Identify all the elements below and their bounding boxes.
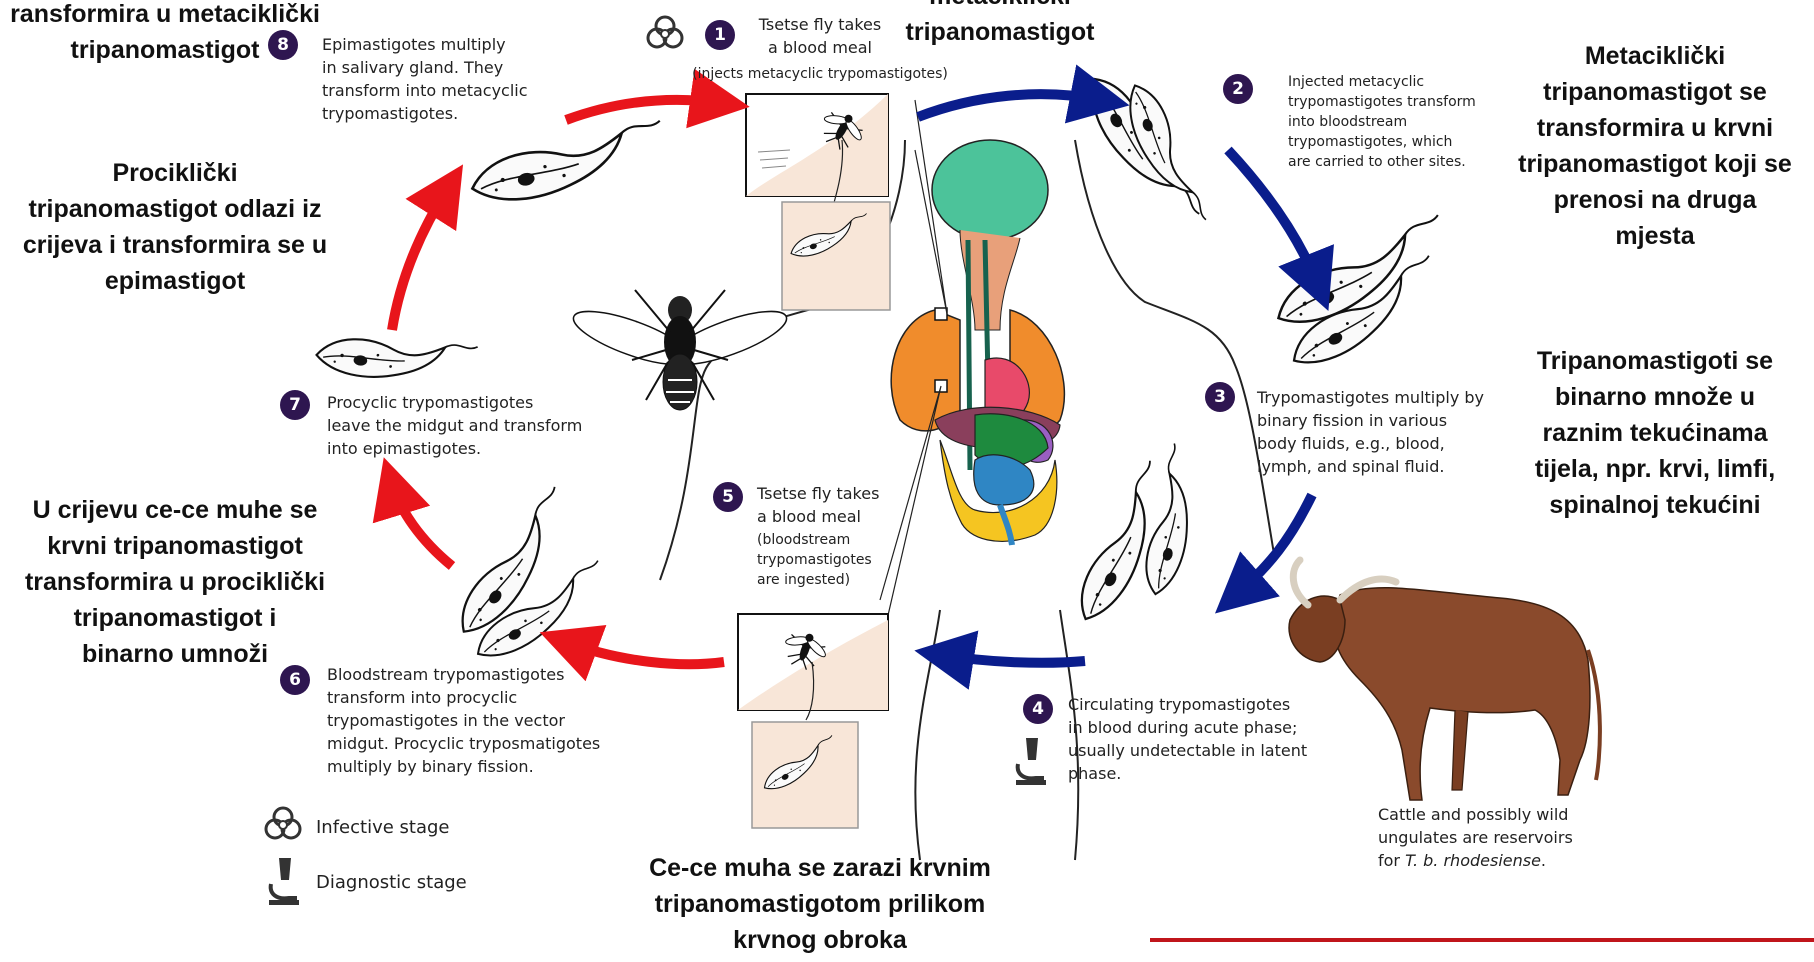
label-hr-left-upper: Prociklički tripanomastigot odlazi iz cr… [0, 155, 350, 299]
legend-microscope-icon [269, 858, 299, 905]
label-hr-bottom-center: Ce-ce muha se zarazi krvnim tripanomasti… [600, 850, 1040, 958]
label-hr-right-top: Metaciklički tripanomastigot se transfor… [1490, 38, 1814, 254]
label-hr-right-mid: Tripanomastigoti se binarno množe u razn… [1505, 343, 1805, 523]
arrow-step-8-to-1 [566, 100, 722, 120]
label-hr-left-lower: U crijevu ce-ce muhe se krvni tripanomas… [0, 492, 350, 672]
step-badge-8: 8 [268, 30, 298, 60]
step-8-text: Epimastigotes multiply in salivary gland… [322, 33, 562, 125]
step-4-text: Circulating trypomastigotes in blood dur… [1068, 693, 1328, 785]
step-badge-6: 6 [280, 665, 310, 695]
arrow-step-6-to-7 [392, 484, 452, 566]
reservoir-period: . [1541, 851, 1546, 870]
step-badge-1: 1 [705, 20, 735, 50]
reservoir-species: T. b. rhodesiense [1405, 851, 1541, 870]
step-badge-7: 7 [280, 390, 310, 420]
step-badge-4: 4 [1023, 694, 1053, 724]
cattle-illustration [1289, 560, 1600, 800]
arrow-step-1-to-2 [918, 94, 1102, 117]
biohazard-icon [648, 17, 682, 47]
legend-diagnostic-label: Diagnostic stage [316, 871, 467, 894]
label-hr-top-center: metaciklički tripanomastigot [890, 0, 1110, 50]
trypanosome-stage-7 [315, 333, 478, 386]
step-badge-5: 5 [713, 482, 743, 512]
step-3-text: Trypomastigotes multiply by binary fissi… [1257, 386, 1497, 478]
legend-infective-label: Infective stage [316, 816, 450, 839]
arrow-step-7-to-8 [392, 188, 448, 330]
step-7-text: Procyclic trypomastigotes leave the midg… [327, 391, 617, 460]
step-badge-3: 3 [1205, 382, 1235, 412]
legend-biohazard-icon [266, 808, 300, 838]
step-1-note: (injects metacyclic trypomastigotes) [680, 64, 960, 84]
trypanosome-stage-4b [1135, 443, 1210, 598]
bite-box-5 [738, 614, 888, 828]
step-badge-2: 2 [1223, 74, 1253, 104]
trypanosome-stage-8 [467, 121, 670, 210]
step-1-title: Tsetse fly takes a blood meal [745, 13, 895, 59]
microscope-icon [1016, 738, 1046, 785]
bite-box-1 [746, 94, 890, 310]
step-5-title: Tsetse fly takes a blood meal [757, 482, 907, 528]
step-2-text: Injected metacyclic trypomastigotes tran… [1288, 72, 1518, 172]
arrow-step-5-to-6 [566, 642, 724, 664]
step-6-text: Bloodstream trypomastigotes transform in… [327, 663, 627, 778]
reservoir-note: Cattle and possibly wild ungulates are r… [1378, 803, 1608, 872]
step-5-note: (bloodstream trypomastigotes are ingeste… [757, 530, 907, 590]
arrow-step-4-to-5 [942, 655, 1085, 663]
arrow-step-3-to-4 [1236, 495, 1312, 595]
